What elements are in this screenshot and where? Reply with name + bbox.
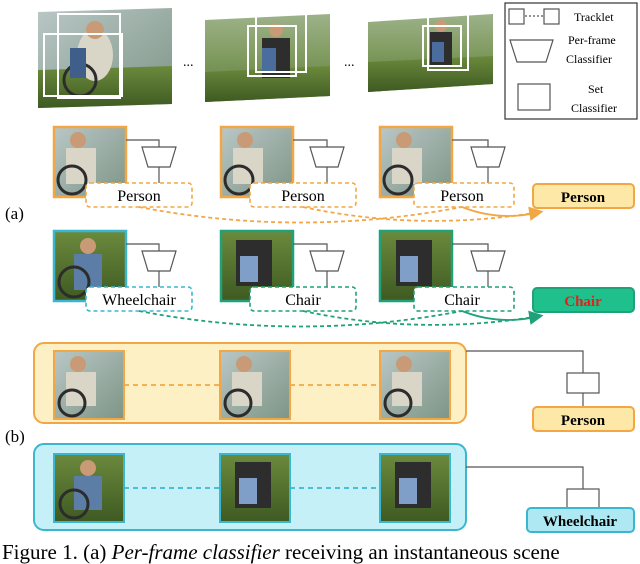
- set-row-wheelchair: Wheelchair: [33, 443, 635, 533]
- video-frame-1: [38, 8, 172, 108]
- result-box-set-person: [532, 406, 635, 432]
- legend-per-frame-line2: Classifier: [566, 52, 612, 66]
- frame-label: Chair: [444, 292, 480, 309]
- frame-label: Wheelchair: [102, 292, 176, 309]
- tracklet-box: [255, 9, 307, 73]
- caption-suffix: receiving an instantaneous scene: [279, 540, 560, 564]
- caption-prefix: Figure 1. (a): [2, 540, 112, 564]
- video-frame-2: [205, 9, 330, 102]
- frame-label: Chair: [285, 292, 321, 309]
- result-label-chair: Chair: [564, 294, 602, 310]
- part-a-label: (a): [5, 204, 24, 223]
- tracklet-box: [427, 11, 469, 71]
- caption-italic: Per-frame classifier: [111, 540, 280, 564]
- tracklet-box: [43, 33, 123, 97]
- frame-thumbnail: [379, 350, 451, 420]
- per-frame-classifier-icon: [309, 250, 345, 272]
- per-frame-classifier-icon: [470, 146, 506, 168]
- frame-label: Person: [440, 188, 484, 205]
- frame-thumbnail: [53, 350, 125, 420]
- frame-label: Person: [281, 188, 325, 205]
- result-box-person: [532, 183, 635, 209]
- frame-thumbnail: [53, 453, 125, 523]
- per-frame-classifier-icon: [141, 146, 177, 168]
- result-label-set-wheelchair: Wheelchair: [543, 514, 617, 530]
- legend: Tracklet Per-frame Classifier Set Classi…: [504, 2, 638, 120]
- video-frame-3: [368, 11, 493, 92]
- figure-caption: Figure 1. (a) Per-frame classifier recei…: [2, 540, 640, 564]
- per-frame-row-chair: Wheelchair Chair Chair Chair: [52, 229, 635, 328]
- tracklet-box: [247, 25, 297, 77]
- frame-thumbnail: [219, 350, 291, 420]
- per-frame-row-person: Person Person Person Person: [52, 125, 635, 224]
- frame-label: Person: [117, 188, 161, 205]
- result-box-chair: [532, 287, 635, 313]
- frame-label-box: [413, 286, 515, 312]
- figure-diagram: ... ... Tracklet Per-frame Classifier Se…: [5, 2, 638, 533]
- ellipsis-2: ...: [344, 55, 355, 70]
- per-frame-classifier-icon: [141, 250, 177, 272]
- per-frame-classifier-icon: [309, 146, 345, 168]
- legend-set-line2: Classifier: [571, 101, 617, 115]
- legend-set-line1: Set: [588, 82, 604, 96]
- set-row-person: Person: [33, 342, 635, 432]
- legend-tracklet-label: Tracklet: [574, 10, 614, 24]
- ellipsis-1: ...: [183, 55, 194, 70]
- set-classifier-icon: [566, 372, 600, 394]
- per-frame-classifier-icon: [509, 39, 554, 63]
- frame-label-box: [413, 182, 515, 208]
- part-b-label: (b): [5, 427, 25, 446]
- frame-thumbnail: [52, 125, 128, 199]
- legend-per-frame-line1: Per-frame: [568, 33, 616, 47]
- tracklet-box: [422, 25, 462, 67]
- frame-thumbnail: [219, 453, 291, 523]
- set-classifier-icon: [517, 83, 551, 111]
- set-classifier-icon: [566, 488, 600, 510]
- result-box-set-wheelchair: [526, 507, 635, 533]
- tracklet-box: [57, 13, 121, 99]
- result-label-set-person: Person: [561, 413, 606, 429]
- result-label-person: Person: [561, 190, 606, 206]
- frame-thumbnail: [379, 453, 451, 523]
- per-frame-classifier-icon: [470, 250, 506, 272]
